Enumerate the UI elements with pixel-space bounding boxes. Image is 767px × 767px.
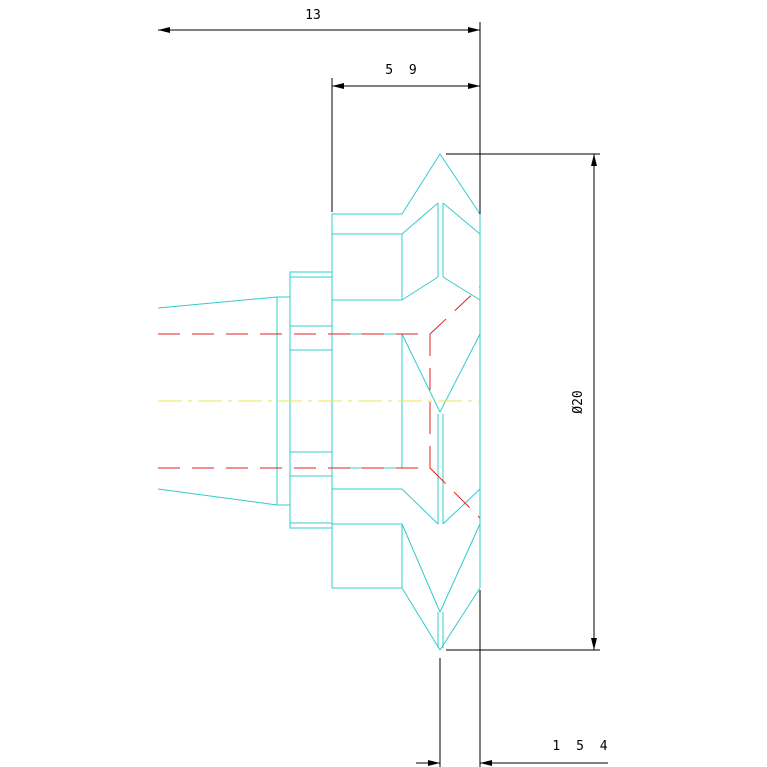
arrow-overall-right [468,27,480,33]
upper-tooth-inner-4 [442,276,481,301]
mid-tooth-flank-4 [442,488,481,525]
upper-tooth-flank-top2 [439,153,481,215]
arrow-dia-bottom [591,638,597,650]
shank-taper-bottom [157,488,278,506]
hidden-lines [158,286,481,519]
dim-diameter: Ø20 [571,390,586,413]
dim-head-length: 5 9 [385,63,420,78]
arrow-head-right [468,83,480,89]
lower-tooth-flank-1 [401,523,441,613]
dim-tip-offset: 1 5 4 [552,739,611,754]
upper-tooth-flank-top [401,153,441,215]
lower-tooth-flank-3 [401,587,441,651]
mid-tooth-flank-1 [401,333,441,413]
arrow-head-left [332,83,344,89]
arrow-dia-top [591,154,597,166]
dimensions: 13 5 9 Ø20 1 5 4 [158,8,611,767]
upper-tooth-inner-3 [401,276,439,301]
hidden-diag-lower [429,467,481,519]
upper-tooth-inner-1 [401,202,439,235]
dim-overall-length: 13 [305,8,321,23]
hidden-diag-upper [429,286,481,335]
arrow-overall-left [158,27,170,33]
arrow-tip-left [428,760,440,766]
mid-tooth-flank-3 [401,488,439,525]
lower-tooth-flank-2 [439,523,481,613]
upper-tooth-inner-2 [442,202,481,235]
shank-taper-top [157,296,278,309]
lower-tooth-flank-4 [439,587,481,651]
mid-tooth-flank-2 [439,333,481,413]
arrow-tip-right [480,760,492,766]
